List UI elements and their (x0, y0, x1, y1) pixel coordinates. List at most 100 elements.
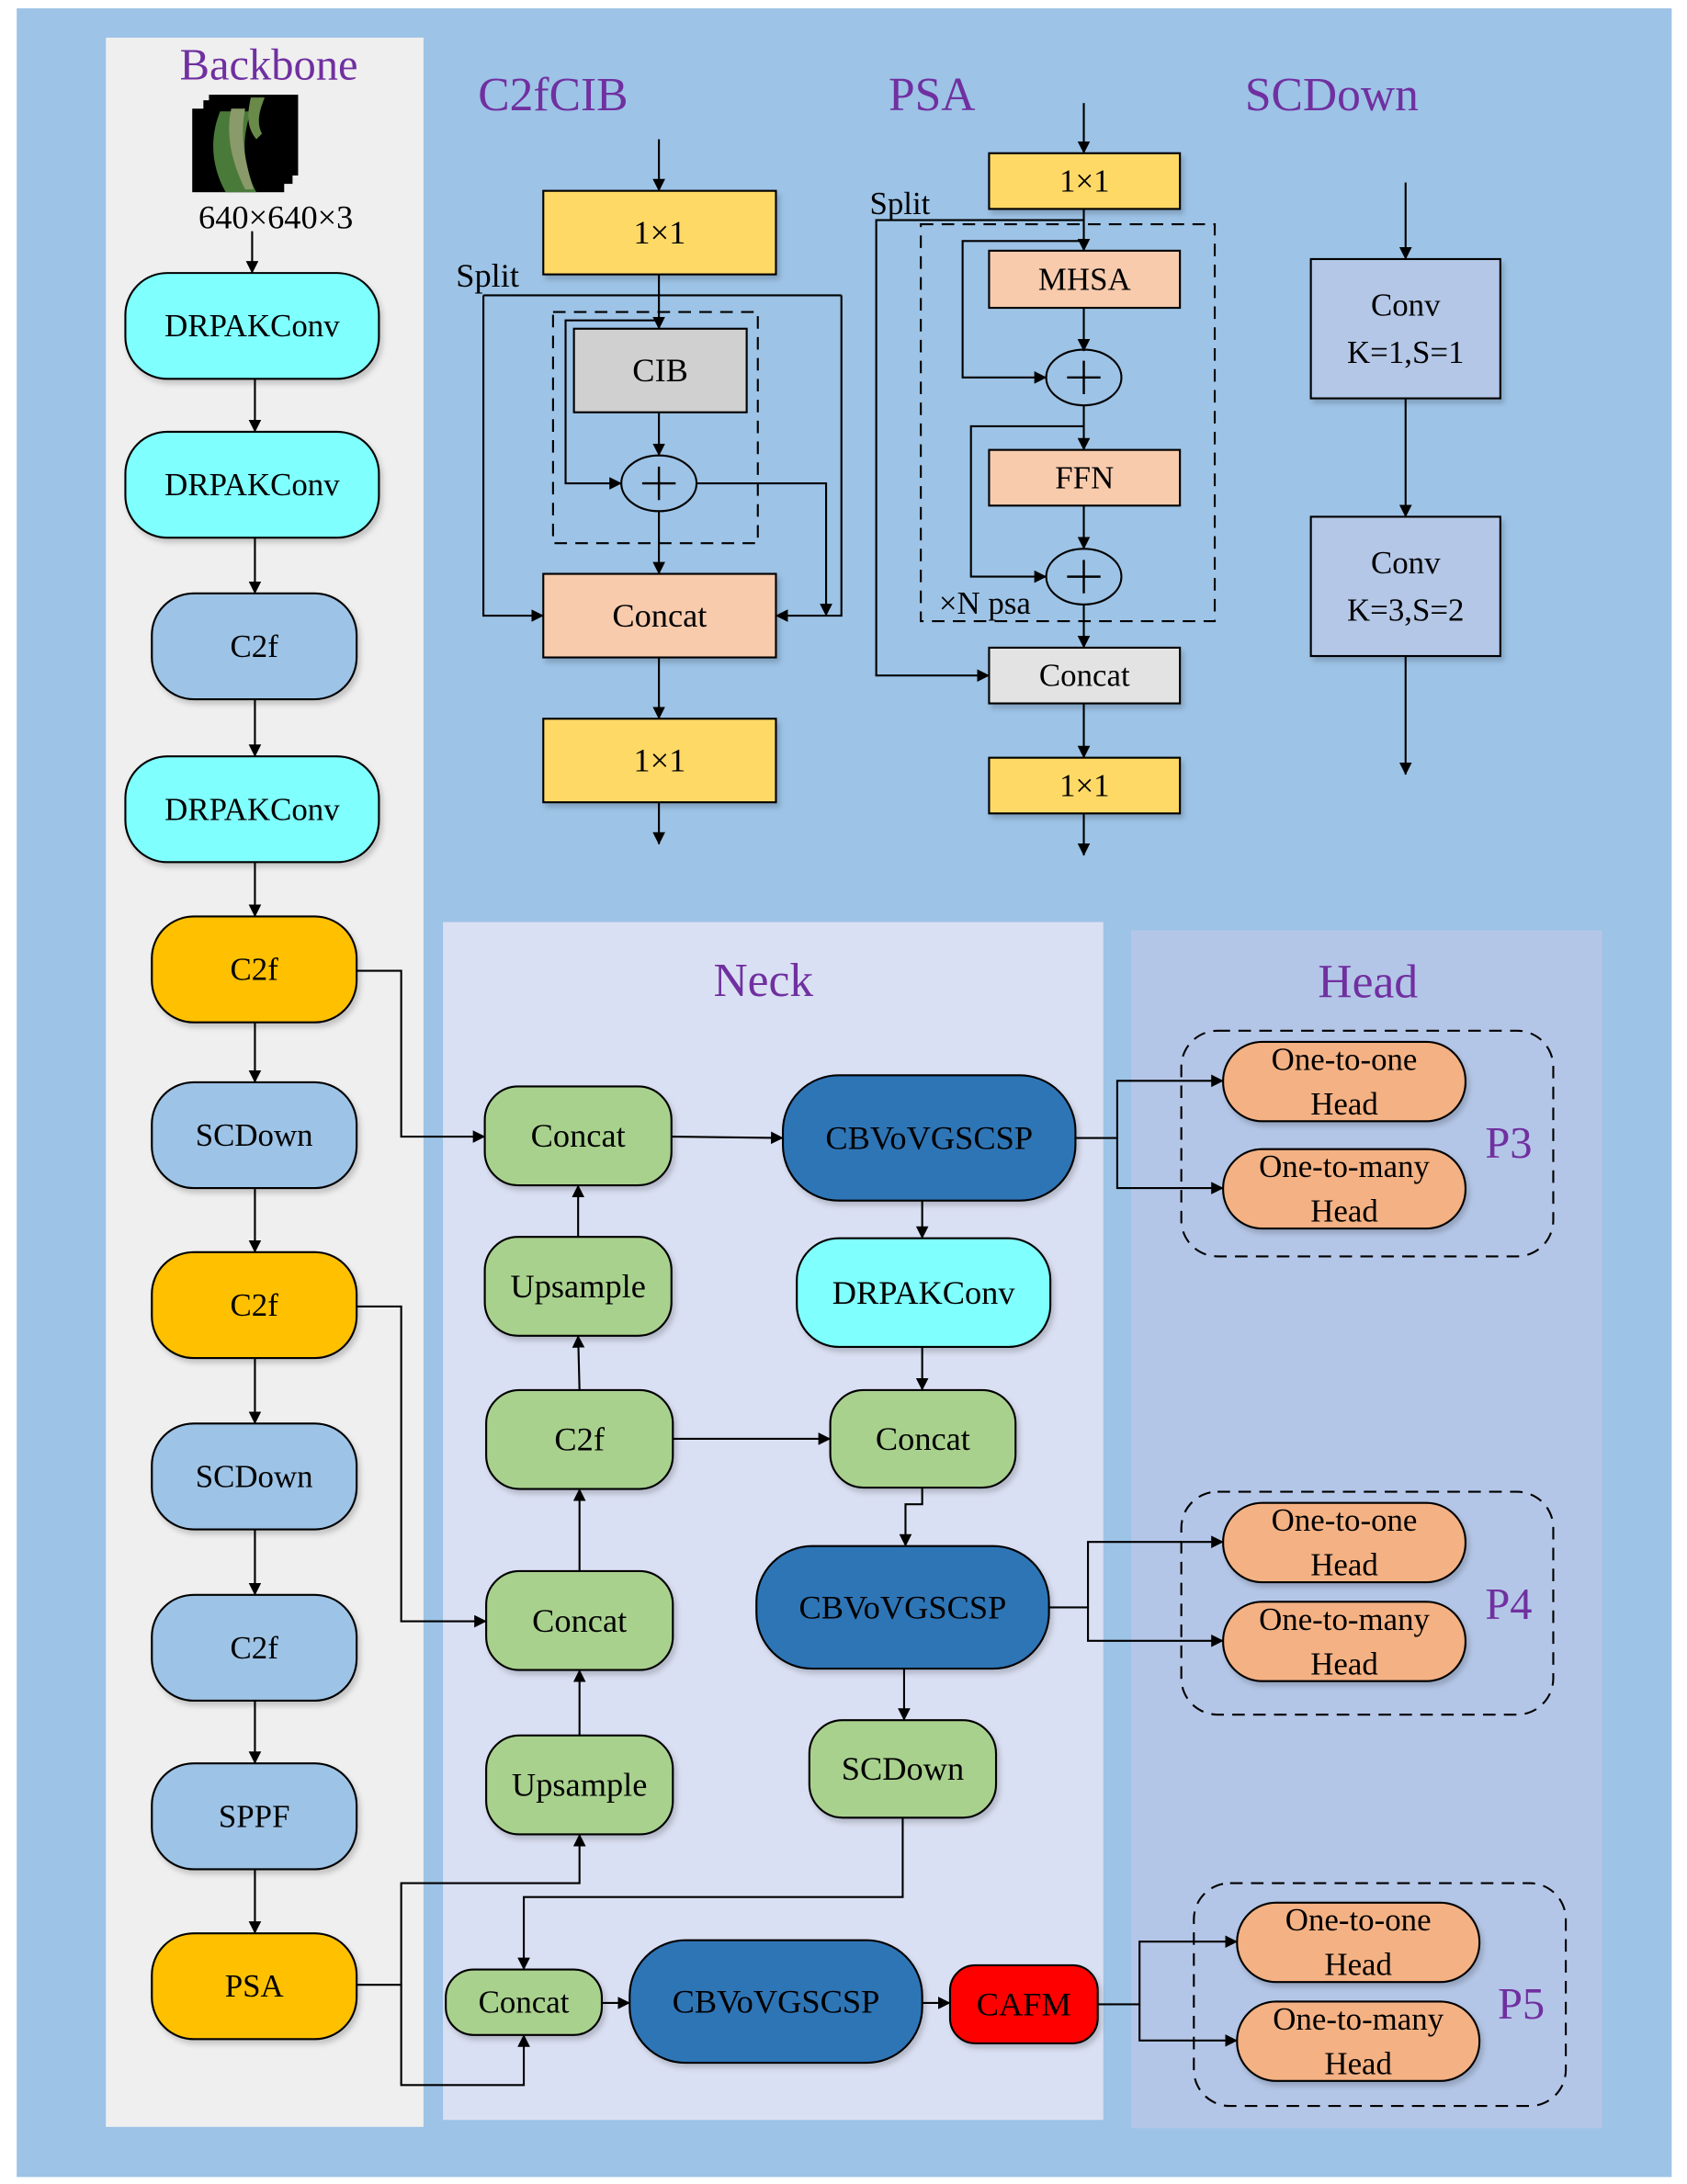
arrow-connector (875, 219, 1084, 683)
neck-concat-3-shape (829, 1388, 1017, 1489)
neck-cafm-label: CAFM (977, 1986, 1071, 2022)
c2fcib-cib-shape (572, 327, 748, 413)
c2fcib-repeat-region (551, 311, 759, 545)
neck-upsample-2-shape (485, 1734, 674, 1836)
head-one-to-one-p4-label-2: Head (1310, 1547, 1378, 1583)
neck-concat-2-label: Concat (532, 1602, 627, 1639)
backbone-node-c2f-5-shape (151, 915, 358, 1024)
psa-top-conv-label: 1×1 (1059, 164, 1110, 199)
head-one-to-many-p3-label-2: Head (1310, 1194, 1378, 1229)
neck-scdown-label: SCDown (842, 1750, 964, 1787)
neck-drpakconv-shape (796, 1237, 1052, 1348)
head-group-p3 (1180, 1029, 1555, 1258)
scdown-conv-2-label-1: Conv (1371, 545, 1441, 581)
head-title: Head (1318, 956, 1418, 1008)
head-level-label-p3: P3 (1485, 1119, 1532, 1168)
backbone-node-c2f-7-shape (151, 1250, 358, 1360)
psa-repeat-region (920, 223, 1217, 623)
neck-cbvovgscsp-2-label: CBVoVGSCSP (799, 1589, 1007, 1625)
psa-mhsa-label: MHSA (1038, 261, 1131, 297)
nodes: DRPAKConvDRPAKConvC2fDRPAKConvC2fSCDownC… (124, 152, 1545, 2082)
c2fcib-bottom-conv: 1×1 (542, 718, 777, 804)
arrow-connector (671, 1131, 784, 1145)
psa-ffn-label: FFN (1055, 459, 1114, 495)
backbone-node-drpakconv-2-label: DRPAKConv (164, 467, 340, 503)
neck-c2f-shape (485, 1388, 674, 1490)
backbone-node-c2f-5: C2f (151, 915, 358, 1024)
plus-icon (1067, 560, 1101, 594)
backbone-node-c2f-3-label: C2f (231, 628, 279, 664)
arrow-connector (1097, 1935, 1238, 2006)
head-one-to-one-p4-shape (1222, 1501, 1467, 1584)
arrow-connector (1087, 1607, 1224, 1647)
arrow-connector (357, 1833, 586, 1986)
arrow-connector (1138, 2004, 1238, 2047)
head-one-to-many-p5-label-2: Head (1324, 2045, 1392, 2081)
plus-icon (1067, 360, 1101, 395)
neck-concat-4-label: Concat (479, 1985, 570, 2020)
neck-upsample-1-shape (483, 1236, 673, 1337)
backbone-node-sppf-10: SPPF (151, 1762, 358, 1871)
head-one-to-one-p3-shape (1222, 1040, 1467, 1123)
neck-cbvovgscsp-2-shape (755, 1545, 1050, 1670)
psa-bottom-conv: 1×1 (988, 756, 1182, 815)
neck-concat-4-shape (445, 1968, 604, 2036)
scdown-conv-1-label-2: K=1,S=1 (1347, 334, 1464, 370)
arrow-connector (775, 295, 843, 622)
c2fcib-bottom-conv-shape (542, 718, 777, 804)
arrow-connector (564, 319, 660, 490)
psa-mhsa: MHSA (988, 249, 1182, 310)
scdown-conv-2-shape (1309, 515, 1501, 658)
neck-cbvovgscsp-2: CBVoVGSCSP (755, 1545, 1050, 1670)
neck-cbvovgscsp-3-label: CBVoVGSCSP (673, 1983, 880, 2020)
neck-cbvovgscsp-1-label: CBVoVGSCSP (825, 1120, 1033, 1157)
input-size-label: 640×640×3 (198, 199, 353, 236)
neck-cbvovgscsp-1: CBVoVGSCSP (781, 1074, 1077, 1202)
psa-ffn-shape (988, 448, 1182, 507)
head-one-to-one-p5-shape (1236, 1901, 1481, 1984)
scdown-conv-1-label-1: Conv (1371, 287, 1441, 323)
c2fcib-top-conv: 1×1 (542, 189, 777, 276)
neck-concat-3-label: Concat (876, 1420, 970, 1457)
backbone-node-c2f-7-label: C2f (231, 1287, 279, 1323)
psa-top-conv-shape (988, 152, 1182, 210)
neck-cafm: CAFM (948, 1963, 1099, 2044)
head-one-to-one-p5-label-1: One-to-one (1285, 1902, 1432, 1938)
c2fcib-cib: CIB (572, 327, 748, 413)
scdown-title: SCDown (1245, 69, 1419, 121)
backbone-node-drpakconv-1-shape (124, 272, 380, 380)
neck-cbvovgscsp-3-shape (628, 1939, 923, 2065)
arrow-connector (1048, 1535, 1224, 1609)
c2fcib-bottom-conv-label: 1×1 (633, 742, 685, 779)
backbone-node-drpakconv-4-shape (124, 755, 380, 864)
arrow-connector (1075, 1074, 1224, 1139)
arrow-connector (899, 1488, 923, 1547)
head-one-to-many-p4-label-2: Head (1310, 1646, 1378, 1681)
input-image-stack (192, 95, 299, 193)
c2fcib-concat-label: Concat (612, 597, 707, 634)
backbone-node-sppf-10-label: SPPF (219, 1798, 290, 1834)
head-level-label-p5: P5 (1498, 1980, 1545, 2029)
head-group-p4 (1180, 1490, 1555, 1716)
backbone-node-psa-11: PSA (151, 1932, 358, 2041)
psa-bottom-conv-shape (988, 756, 1182, 815)
backbone-node-c2f-7: C2f (151, 1250, 358, 1360)
neck-upsample-2: Upsample (485, 1734, 674, 1836)
head-one-to-one-p4-label-1: One-to-one (1272, 1502, 1418, 1538)
neck-concat-4: Concat (445, 1968, 604, 2036)
scdown-conv-1-shape (1309, 257, 1501, 400)
c2fcib-concat-shape (542, 572, 777, 659)
arrow-connector (961, 240, 1084, 384)
backbone-node-c2f-5-label: C2f (231, 952, 279, 988)
backbone-node-scdown-6-label: SCDown (196, 1117, 313, 1153)
backbone-node-drpakconv-4-label: DRPAKConv (164, 791, 340, 827)
backbone-node-scdown-8: SCDown (151, 1422, 358, 1531)
neck-cafm-shape (948, 1963, 1099, 2044)
backbone-node-drpakconv-1: DRPAKConv (124, 272, 380, 380)
head-one-to-many-p5-label-1: One-to-many (1273, 2001, 1444, 2037)
backbone-node-sppf-10-shape (151, 1762, 358, 1871)
